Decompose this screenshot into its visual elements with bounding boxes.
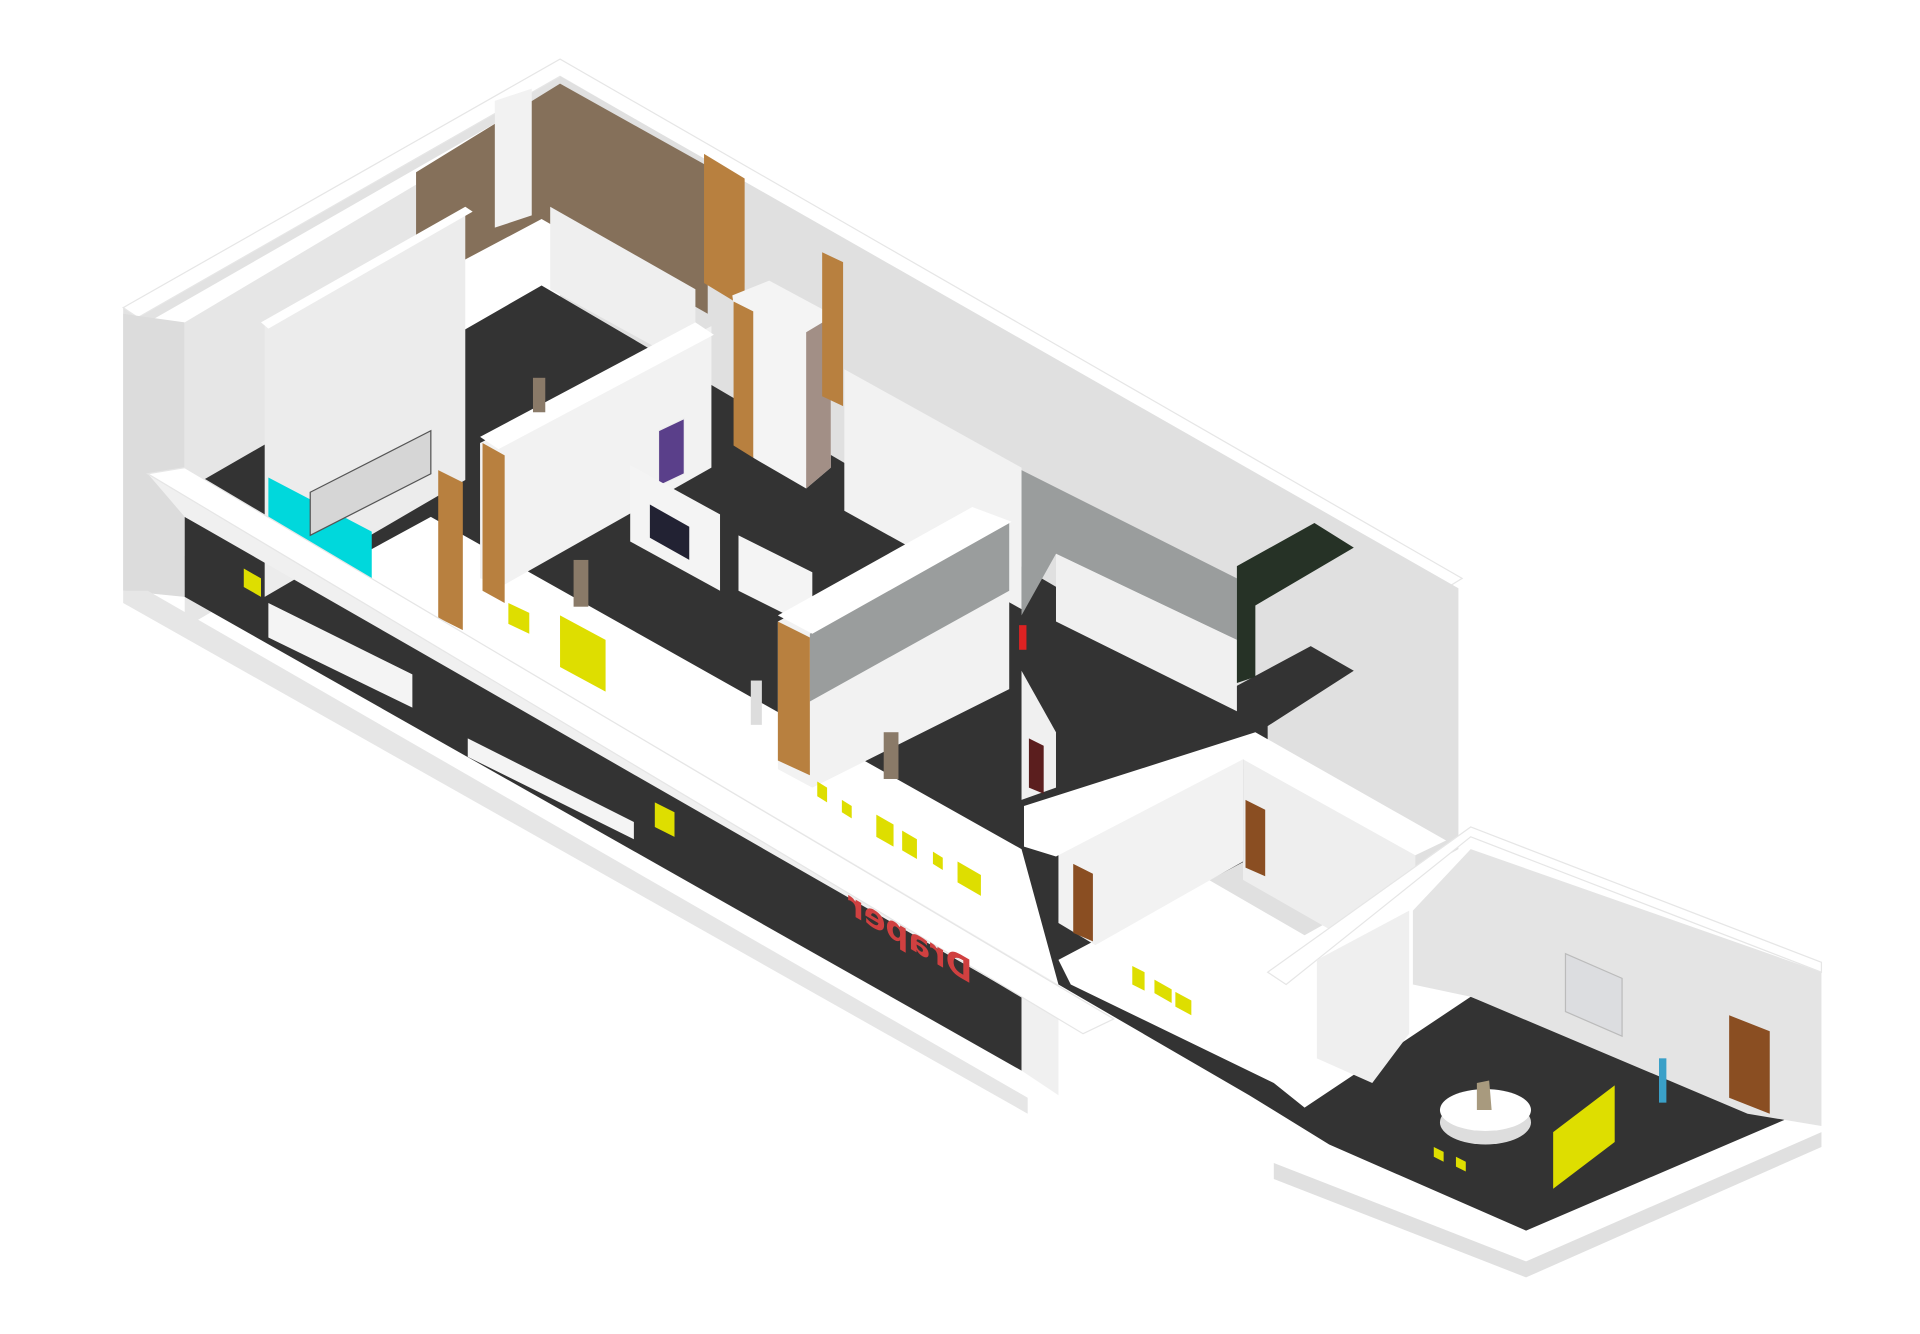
- central-wall-b-top: [480, 322, 714, 450]
- artwork-purple: [657, 417, 685, 488]
- grey-side-room-wall: [1021, 470, 1237, 640]
- side-room-wall: [1055, 553, 1237, 712]
- round-plinth: [1439, 1089, 1532, 1131]
- yellow-labels: [243, 568, 1466, 1172]
- central-wall-b: [480, 326, 712, 585]
- left-outer-wall-face: [123, 313, 185, 597]
- hanging-textile: [1564, 952, 1623, 1038]
- yellow-label: [876, 814, 894, 847]
- visitor: [750, 680, 762, 725]
- yellow-label: [902, 830, 917, 859]
- lower-gallery-wall-right: [1243, 753, 1416, 930]
- yellow-label: [1175, 991, 1192, 1016]
- timber-column-4: [733, 301, 754, 458]
- annex-yellow-panel: [1553, 1085, 1615, 1189]
- yellow-label: [243, 568, 262, 597]
- red-door: [1028, 738, 1044, 794]
- sculpture: [1476, 1080, 1492, 1111]
- display-plinth-wall-2: [738, 535, 813, 628]
- visitor: [532, 377, 546, 413]
- visitor: [573, 559, 589, 607]
- long-partition-top: [777, 507, 1012, 634]
- dark-green-wall: [1236, 523, 1354, 683]
- front-corridor-floor: [184, 516, 1022, 1071]
- yellow-label: [1455, 1156, 1466, 1172]
- yellow-label: [957, 861, 981, 896]
- yellow-label: [932, 851, 943, 871]
- yellow-label: [508, 603, 530, 634]
- timber-column-6: [777, 621, 810, 776]
- timber-column-3: [438, 470, 463, 631]
- front-ledge: [123, 590, 1028, 1114]
- front-inner-wall-top: [146, 466, 1116, 1035]
- yellow-label: [1132, 966, 1145, 991]
- annex-top-rim: [1266, 826, 1823, 986]
- lower-gallery-top: [1023, 732, 1447, 857]
- timber-column-5: [822, 252, 844, 407]
- yellow-label: [1154, 979, 1172, 1003]
- annex-door: [1729, 1015, 1770, 1114]
- yellow-label: [817, 781, 828, 803]
- photo-grid-panel: [309, 429, 432, 537]
- showcase-bench-2: [467, 738, 634, 840]
- yellow-label: [560, 615, 606, 692]
- annex-partition: [1316, 910, 1410, 1083]
- left-room-partition-top: [261, 206, 473, 329]
- visitor-figures: [532, 377, 1667, 1103]
- visitor: [1658, 1058, 1667, 1103]
- timber-column: [704, 153, 745, 308]
- yellow-label: [654, 802, 675, 837]
- timber-column-2: [482, 443, 505, 604]
- front-inner-wall: [147, 467, 1059, 1096]
- video-screen: [649, 504, 690, 560]
- lower-gallery-wall: [1058, 753, 1244, 946]
- central-wall-a: [550, 206, 696, 370]
- visitor: [1019, 625, 1027, 650]
- long-partition-grey-band: [809, 523, 1010, 702]
- white-pillar: [494, 88, 532, 228]
- yellow-label: [841, 799, 852, 819]
- door-brown-1: [1073, 863, 1093, 942]
- visitor: [883, 732, 899, 779]
- door-brown-2: [1245, 799, 1266, 877]
- showcase-bench: [268, 603, 413, 708]
